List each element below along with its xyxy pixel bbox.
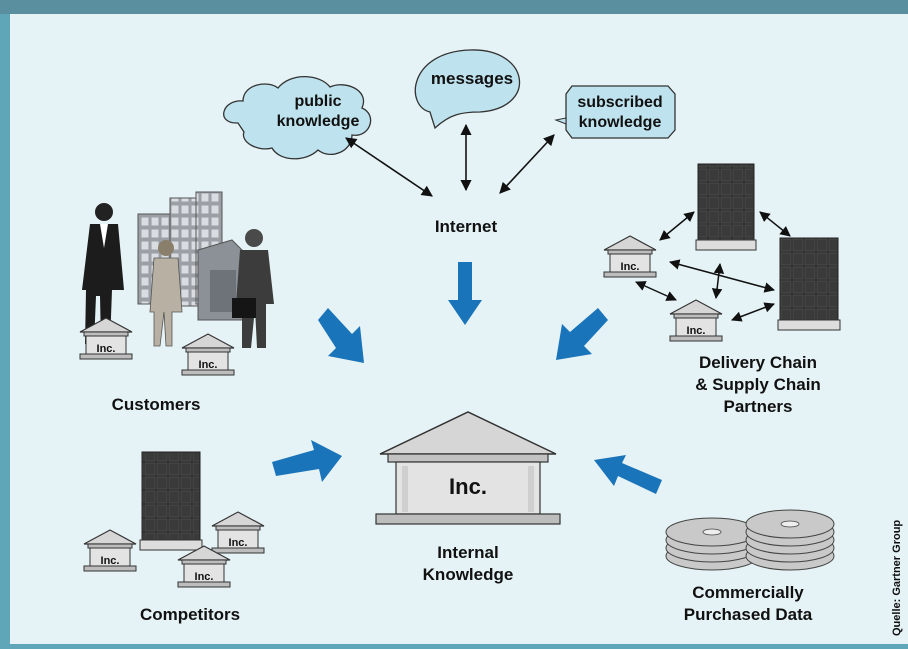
competitors-flow-arrow: [272, 440, 342, 482]
internal-knowledge-line2: Knowledge: [423, 565, 514, 584]
customer-bank-building-2: Inc.: [181, 333, 235, 376]
public-knowledge-cloud: public knowledge: [223, 76, 372, 160]
customer-bank-building-1: Inc.: [79, 317, 133, 360]
internal-bank-building: Inc.: [375, 411, 561, 525]
internet-connectors: [345, 123, 555, 197]
internet-flow-arrow: [448, 262, 482, 325]
subscribed-knowledge-box: subscribed knowledge: [554, 85, 676, 139]
partners-flow-arrow: [556, 308, 608, 360]
commercial-data-flow-arrow: [594, 455, 662, 494]
subscribed-knowledge-connector: [499, 134, 555, 194]
partner-connectors: [635, 211, 791, 322]
partner-tower-1: [695, 163, 757, 251]
subscribed-knowledge-line2: knowledge: [579, 114, 662, 131]
delivery-chain-line2: & Supply Chain: [695, 375, 821, 394]
internet-label: Internet: [435, 217, 498, 236]
bank-label: Inc.: [229, 537, 248, 549]
businessman-icon: [82, 203, 124, 344]
public-knowledge-line1: public: [294, 93, 341, 110]
partner-tower-2: [777, 237, 841, 331]
messages-bubble: messages: [414, 49, 520, 130]
subscribed-knowledge-line1: subscribed: [577, 94, 662, 111]
partner-bank-building-2: Inc.: [669, 299, 723, 342]
competitor-bank-building-1: Inc.: [211, 511, 265, 554]
partner-bank-building-1: Inc.: [603, 235, 657, 278]
businessman-briefcase-icon: [232, 229, 274, 348]
bank-label: Inc.: [97, 343, 116, 355]
bank-label: Inc.: [101, 555, 120, 567]
bank-label: Inc.: [687, 325, 706, 337]
customers-flow-arrow: [318, 308, 364, 363]
competitor-tower: [139, 451, 203, 551]
header-bar: [0, 0, 908, 14]
businesswoman-icon: [149, 240, 183, 347]
public-knowledge-line2: knowledge: [277, 113, 360, 130]
cd-stack-icon: [665, 509, 835, 571]
bank-label: Inc.: [621, 261, 640, 273]
delivery-chain-line1: Delivery Chain: [699, 353, 817, 372]
internal-knowledge-line1: Internal: [437, 543, 498, 562]
competitors-label: Competitors: [140, 605, 240, 624]
bank-label: Inc.: [195, 571, 214, 583]
commercial-data-line1: Commercially: [692, 583, 804, 602]
source-credit: Quelle: Gartner Group: [891, 520, 903, 636]
commercial-data-line2: Purchased Data: [684, 605, 813, 624]
customers-label: Customers: [112, 395, 201, 414]
competitor-bank-building-2: Inc.: [83, 529, 137, 572]
competitor-bank-building-3: Inc.: [177, 545, 231, 588]
flow-arrows: [272, 262, 662, 494]
internal-bank-label: Inc.: [449, 474, 487, 499]
messages-label: messages: [431, 69, 513, 88]
delivery-chain-line3: Partners: [724, 397, 793, 416]
public-knowledge-connector: [345, 137, 433, 197]
bank-label: Inc.: [199, 359, 218, 371]
